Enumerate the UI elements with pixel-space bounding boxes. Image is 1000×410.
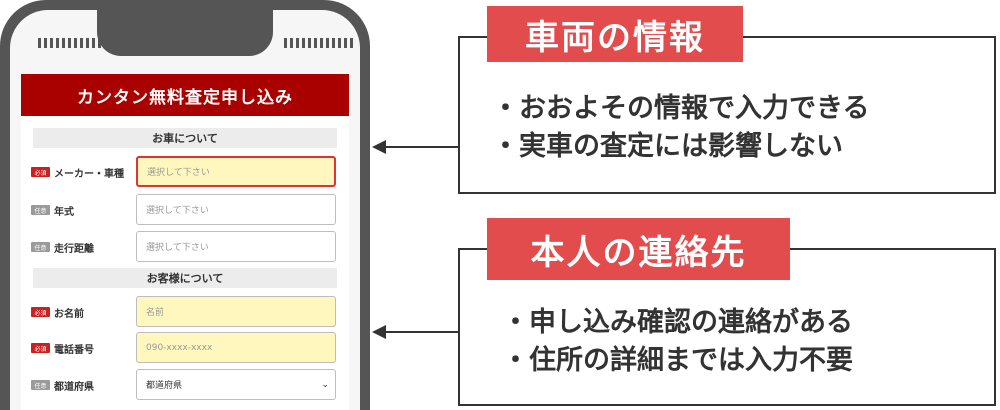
required-badge: 必須	[31, 343, 50, 353]
name-input[interactable]: 名前	[136, 296, 336, 327]
year-select[interactable]: 選択して下さい	[136, 194, 336, 225]
phone-input[interactable]: 090-xxxx-xxxx	[136, 332, 336, 363]
arrow-left-icon	[372, 325, 460, 339]
arrow-left-icon	[372, 140, 460, 154]
row-phone: 必須 電話番号 090-xxxx-xxxx	[31, 332, 337, 364]
prefecture-select[interactable]: 都道府県 ⌄	[136, 369, 336, 400]
row-mileage: 任意 走行距離 選択して下さい	[31, 231, 337, 263]
label-prefecture: 都道府県	[54, 381, 94, 393]
label-mileage: 走行距離	[54, 243, 94, 255]
phone-screen: カンタン無料査定申し込み お車について 必須 メーカー・車種 選択して下さい 任…	[10, 10, 360, 410]
optional-badge: 任意	[31, 380, 50, 390]
row-year: 任意 年式 選択して下さい	[31, 194, 337, 226]
row-name: 必須 お名前 名前	[31, 296, 337, 328]
callout-title-contact: 本人の連絡先	[487, 218, 790, 280]
callout-bullet: ・実車の査定には影響しない	[492, 131, 843, 162]
prefecture-value: 都道府県	[146, 381, 183, 391]
status-bar-left-icon	[38, 38, 107, 48]
section-customer-info: お客様について	[33, 268, 337, 288]
callout-title-vehicle: 車両の情報	[487, 6, 743, 62]
row-maker-model: 必須 メーカー・車種 選択して下さい	[31, 156, 337, 188]
callout-bullet: ・おおよその情報で入力できる	[492, 93, 870, 124]
callout-bullet: ・申し込み確認の連絡がある	[502, 307, 853, 338]
required-badge: 必須	[31, 167, 50, 177]
status-bar-right-icon	[284, 38, 353, 48]
phone-frame: カンタン無料査定申し込み お車について 必須 メーカー・車種 選択して下さい 任…	[0, 0, 370, 410]
chevron-down-icon: ⌄	[321, 379, 329, 390]
label-phone: 電話番号	[54, 344, 94, 356]
label-name: お名前	[54, 308, 84, 320]
callout-vehicle-info: ・おおよその情報で入力できる ・実車の査定には影響しない	[458, 36, 996, 194]
callout-bullet: ・住所の詳細までは入力不要	[502, 345, 853, 376]
assessment-form: お車について 必須 メーカー・車種 選択して下さい 任意 年式 選択して下さい …	[21, 116, 349, 410]
mileage-select[interactable]: 選択して下さい	[136, 231, 336, 262]
optional-badge: 任意	[31, 242, 50, 252]
optional-badge: 任意	[31, 205, 50, 215]
required-badge: 必須	[31, 307, 50, 317]
phone-notch	[97, 10, 273, 56]
label-maker-model: メーカー・車種	[54, 168, 124, 180]
maker-model-select[interactable]: 選択して下さい	[136, 156, 336, 187]
section-car-info: お車について	[33, 128, 337, 148]
label-year: 年式	[54, 206, 74, 218]
form-header: カンタン無料査定申し込み	[21, 74, 349, 116]
row-prefecture: 任意 都道府県 都道府県 ⌄	[31, 369, 337, 401]
